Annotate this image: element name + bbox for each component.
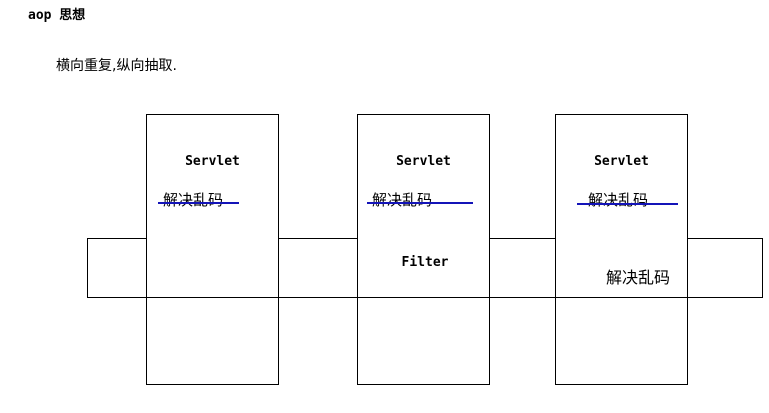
servlet-box-1-strikethrough <box>158 202 239 204</box>
filter-bar-concern: 解决乱码 <box>606 268 671 287</box>
servlet-box-3-concern: 解决乱码 <box>588 191 649 209</box>
servlet-box-2-label: Servlet <box>396 154 451 169</box>
servlet-box-1-lower-face <box>147 298 278 384</box>
servlet-box-3-upper-face <box>556 115 687 239</box>
servlet-box-2-upper-face <box>358 115 489 239</box>
servlet-box-2-lower-face <box>358 298 489 384</box>
page-title: aop 思想 <box>28 8 86 23</box>
servlet-box-1-label: Servlet <box>185 154 240 169</box>
filter-bar-label: Filter <box>401 255 449 270</box>
servlet-box-3-lower-face <box>556 298 687 384</box>
servlet-box-2-seam-right <box>489 238 490 298</box>
servlet-box-2: Servlet 解决乱码 <box>357 114 490 385</box>
servlet-box-1-seam-left <box>146 238 147 298</box>
servlet-box-1: Servlet 解决乱码 <box>146 114 279 385</box>
page-subtitle: 横向重复,纵向抽取. <box>56 58 177 74</box>
servlet-box-3-seam-left <box>555 238 556 298</box>
servlet-box-1-seam-right <box>278 238 279 298</box>
servlet-box-3-strikethrough <box>577 203 678 205</box>
servlet-box-3-label: Servlet <box>594 154 649 169</box>
servlet-box-2-strikethrough <box>367 202 473 204</box>
servlet-box-2-seam-left <box>357 238 358 298</box>
servlet-box-1-upper-face <box>147 115 278 239</box>
servlet-box-2-concern: 解决乱码 <box>372 191 433 209</box>
servlet-box-3: Servlet 解决乱码 <box>555 114 688 385</box>
servlet-box-1-concern: 解决乱码 <box>163 191 224 209</box>
servlet-box-3-seam-right <box>687 238 688 298</box>
